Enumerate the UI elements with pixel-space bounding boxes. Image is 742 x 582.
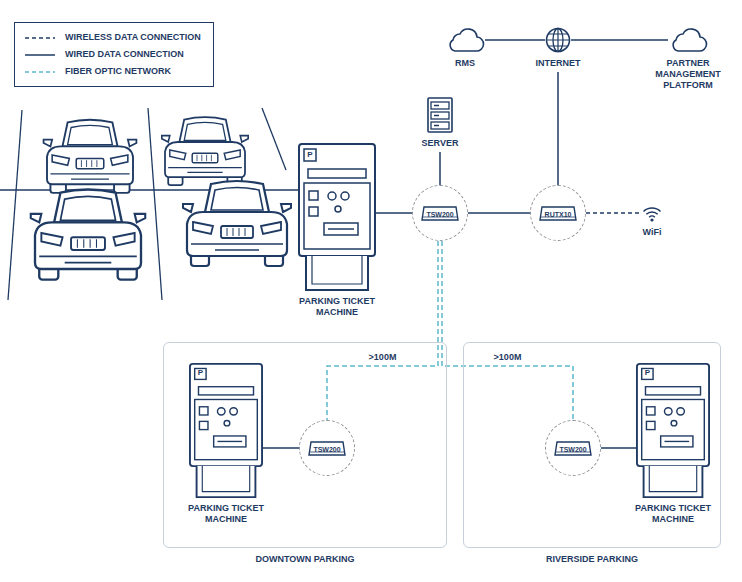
server-icon: SERVER xyxy=(410,97,470,149)
parking-area: DOWNTOWN PARKINGPARKING TICKET MACHINEPT… xyxy=(163,342,447,548)
legend-line xyxy=(25,67,55,77)
car xyxy=(183,181,291,266)
ticket-machine-shape xyxy=(636,363,710,498)
node-label: RMS xyxy=(435,58,495,69)
switch-device: TSW200 xyxy=(545,420,601,476)
wireless-link xyxy=(586,212,641,214)
area-label: DOWNTOWN PARKING xyxy=(164,554,446,565)
wired-link xyxy=(439,152,441,185)
wired-link xyxy=(557,72,559,185)
legend-row: WIRELESS DATA CONNECTION xyxy=(25,29,201,46)
node-label: PARKING TICKET MACHINE xyxy=(621,503,725,525)
area-label: RIVERSIDE PARKING xyxy=(464,554,720,565)
wifi-icon: WiFi xyxy=(632,204,672,238)
legend-line xyxy=(25,50,55,60)
wired-link xyxy=(263,447,299,449)
ticket-machine: PARKING TICKET MACHINE P xyxy=(621,363,725,525)
legend-box: WIRELESS DATA CONNECTION WIRED DATA CONNE… xyxy=(14,22,214,87)
wired-link xyxy=(485,39,545,41)
device-label: RUTX10 xyxy=(545,211,572,219)
cloud-icon: RMS xyxy=(435,27,495,69)
node-label: PARKING TICKET MACHINE xyxy=(285,296,389,318)
parking-sign: P xyxy=(304,149,316,161)
legend-text: FIBER OPTIC NETWORK xyxy=(65,66,171,77)
device-label: TSW200 xyxy=(313,446,340,454)
legend-text: WIRELESS DATA CONNECTION xyxy=(65,32,201,43)
router-device: RUTX10 xyxy=(530,185,586,241)
parking-area: RIVERSIDE PARKINGPARKING TICKET MACHINEP… xyxy=(463,342,721,548)
distance-label: >100M xyxy=(492,352,524,362)
car xyxy=(31,190,145,280)
cloud-icon: PARTNER MANAGEMENT PLATFORM xyxy=(650,27,726,91)
ticket-machine: PARKING TICKET MACHINE P xyxy=(285,143,389,318)
cloud-icon-shape xyxy=(668,27,708,53)
fiber-link xyxy=(442,241,573,420)
legend-row: WIRED DATA CONNECTION xyxy=(25,46,201,63)
switch-device: TSW200 xyxy=(299,420,355,476)
wired-link xyxy=(601,447,636,449)
wired-link xyxy=(376,212,412,214)
globe-icon-shape xyxy=(545,27,571,53)
node-label: PARTNER MANAGEMENT PLATFORM xyxy=(650,58,726,91)
wired-link xyxy=(468,212,530,214)
node-label: PARKING TICKET MACHINE xyxy=(174,503,278,525)
wired-link xyxy=(571,39,668,41)
parking-lines xyxy=(0,108,300,300)
wifi-icon-shape xyxy=(641,204,663,222)
legend-row: FIBER OPTIC NETWORK xyxy=(25,63,201,80)
node-label: SERVER xyxy=(410,138,470,149)
node-label: WiFi xyxy=(632,227,672,238)
node-label: INTERNET xyxy=(523,58,593,69)
legend-line-stroke xyxy=(25,54,55,56)
parking-sign: P xyxy=(642,368,653,379)
legend-line-stroke xyxy=(25,37,55,39)
switch-device: TSW200 xyxy=(412,185,468,241)
server-icon-shape xyxy=(427,97,453,133)
globe-icon: INTERNET xyxy=(523,27,593,69)
legend-text: WIRED DATA CONNECTION xyxy=(65,49,184,60)
device-label: TSW200 xyxy=(559,446,586,454)
parking-sign: P xyxy=(195,368,206,379)
cloud-icon-shape xyxy=(445,27,485,53)
ticket-machine-shape xyxy=(298,143,376,291)
car xyxy=(44,120,137,193)
device-label: TSW200 xyxy=(426,211,453,219)
distance-label: >100M xyxy=(367,352,399,362)
legend-line xyxy=(25,33,55,43)
car xyxy=(162,117,248,185)
ticket-machine: PARKING TICKET MACHINE P xyxy=(174,363,278,525)
legend-line-stroke xyxy=(25,71,55,73)
ticket-machine-shape xyxy=(189,363,263,498)
